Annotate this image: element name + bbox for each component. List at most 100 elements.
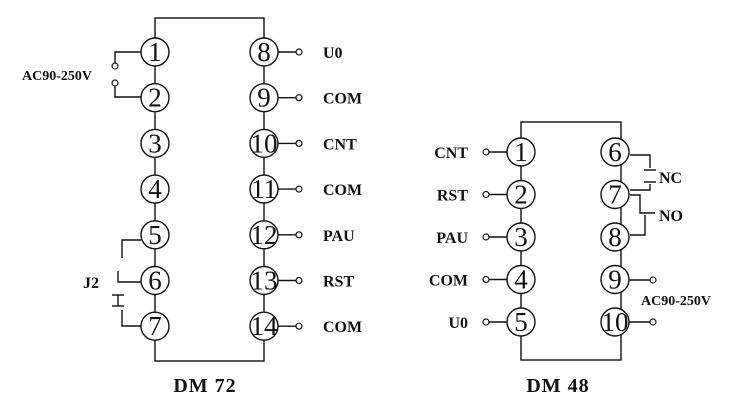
terminal-label: COM (429, 273, 468, 290)
terminal-label: COM (323, 319, 362, 336)
dm48-left-pin-column: 1 CNT 2 RST 3 PAU 4 COM 5 U0 (429, 137, 536, 337)
dm48-right-pin-column: 6 7 8 9 10 (600, 137, 657, 337)
pin-number: 9 (608, 265, 622, 295)
dm48-left-pin-3: 3 PAU (436, 222, 536, 252)
dm48-left-pin-4: 4 COM (429, 265, 536, 295)
power-terminal-dot (649, 276, 657, 284)
pin-number: 3 (148, 128, 162, 158)
pin-number: 1 (148, 37, 162, 67)
pin-circle (140, 265, 170, 296)
dm48-module: 1 CNT 2 RST 3 PAU 4 COM 5 U0 6 7 8 9 10 NC NO AC90-25… (429, 121, 711, 397)
terminal-label: CNT (323, 136, 357, 153)
dm72-power-label: AC90-250V (22, 69, 92, 84)
terminal-dot (295, 185, 303, 193)
terminal-dot (295, 276, 303, 285)
pin-circle (140, 128, 170, 159)
pin-number: 8 (257, 37, 271, 67)
pin-number: 6 (148, 266, 162, 296)
dm72-right-pin-11: 11 COM (249, 174, 362, 204)
pin-circle (140, 220, 170, 250)
dm48-power-label: AC90-250V (641, 294, 711, 309)
dm72-left-pin-1: 1 (140, 37, 170, 67)
dm48-right-pin-7: 7 (600, 179, 630, 210)
pin-number: 6 (608, 137, 622, 167)
dm72-left-pin-6: 6 (140, 265, 170, 296)
pin-number: 5 (148, 220, 162, 250)
pin-number: 13 (251, 266, 278, 296)
pin-circle (600, 137, 630, 167)
dm48-right-pin-8: 8 (600, 222, 630, 252)
pin-number: 14 (251, 311, 279, 341)
terminal-dot (482, 233, 490, 241)
dm72-right-pin-13: 13 RST (249, 266, 354, 296)
dm48-no-label: NO (659, 208, 683, 225)
dm48-right-pin-6: 6 (600, 137, 630, 167)
dm48-relay-wiring: NC NO (630, 154, 683, 236)
terminal-label: RST (323, 274, 354, 291)
pin-circle (140, 174, 170, 204)
dm48-right-pin-10: 10 (600, 307, 630, 337)
dm72-right-pin-12: 12 PAU (249, 220, 355, 250)
pin-number: 12 (251, 220, 278, 250)
pin-circle (600, 222, 630, 252)
pin-number: 8 (608, 222, 622, 252)
terminal-dot (482, 148, 490, 156)
dm72-left-pin-7: 7 (140, 311, 170, 341)
terminal-dot (295, 231, 303, 239)
dm48-left-pin-2: 2 RST (437, 180, 536, 210)
terminal-label: U0 (448, 315, 468, 332)
dm48-nc-label: NC (659, 170, 682, 187)
terminal-dot (482, 275, 490, 284)
terminal-dot (482, 318, 490, 326)
dm72-left-pin-column: 1 2 3 4 5 6 7 (140, 37, 170, 341)
terminal-label: PAU (436, 230, 468, 247)
terminal-label: PAU (323, 228, 355, 245)
power-terminal-dot (649, 318, 657, 326)
pin-number: 7 (148, 311, 162, 341)
dm72-right-pin-10: 10 CNT (249, 128, 357, 158)
dm72-right-pin-9: 9 COM (249, 83, 362, 113)
dm72-right-pin-14: 14 COM (249, 311, 362, 341)
dm48-left-pin-1: 1 CNT (434, 137, 536, 167)
pin-number: 2 (148, 83, 162, 113)
pin-number: 9 (257, 83, 271, 113)
terminal-label: COM (323, 91, 362, 108)
dm48-left-pin-5: 5 U0 (448, 307, 536, 337)
dm72-j2-jumper: J2 (83, 239, 141, 327)
pin-number: 5 (514, 307, 528, 337)
dm48-title: DM 48 (526, 375, 589, 397)
dm72-title: DM 72 (173, 375, 236, 397)
dm72-left-pin-3: 3 (140, 128, 170, 159)
terminal-dot (295, 48, 303, 56)
terminal-label: COM (323, 182, 362, 199)
pin-number: 3 (514, 222, 528, 252)
terminal-dot (295, 139, 303, 147)
dm72-body-outline (154, 17, 265, 362)
pin-number: 1 (514, 137, 528, 167)
terminal-label: RST (437, 188, 468, 205)
dm72-left-pin-4: 4 (140, 174, 170, 204)
terminal-label: U0 (323, 45, 343, 62)
pin-number: 4 (514, 265, 528, 295)
terminal-dot (295, 94, 303, 102)
terminal-label: CNT (434, 145, 468, 162)
dm72-left-pin-5: 5 (140, 220, 170, 250)
terminal-dot (295, 322, 303, 330)
dm72-power-wiring: AC90-250V (22, 51, 141, 98)
dm72-right-pin-8: 8 U0 (249, 37, 343, 67)
pin-number: 10 (602, 307, 629, 337)
pin-number: 10 (251, 128, 278, 158)
pin-number: 11 (251, 174, 277, 204)
pin-number: 4 (148, 174, 162, 204)
pin-number: 7 (608, 180, 622, 210)
dm72-left-pin-2: 2 (140, 83, 170, 113)
dm48-right-pin-9: 9 (600, 265, 630, 295)
pin-number: 2 (514, 180, 528, 210)
pin-circle (600, 179, 630, 210)
terminal-dot (482, 190, 490, 199)
dm72-j2-label: J2 (83, 275, 99, 292)
